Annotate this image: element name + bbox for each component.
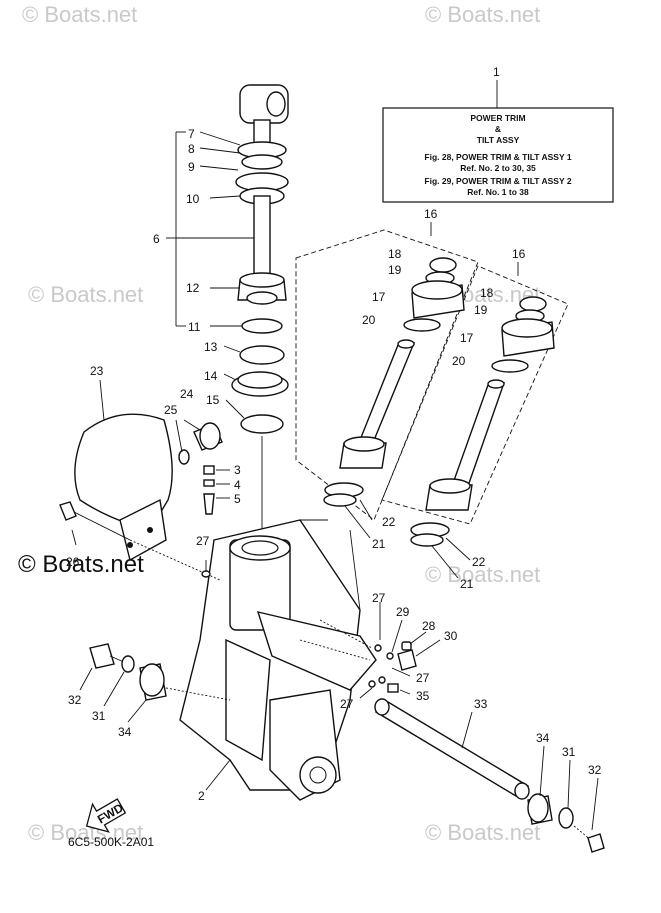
callout-21a: 21 [372, 537, 386, 551]
callout-16a: 16 [424, 207, 438, 221]
callout-18b: 18 [480, 286, 494, 300]
callout-27a: 27 [196, 534, 210, 548]
trim-cylinders [295, 222, 569, 579]
bracket-6 [166, 131, 254, 419]
tilt-shaft [374, 698, 605, 853]
callout-34b: 34 [536, 731, 550, 745]
callout-9: 9 [188, 160, 195, 174]
callout-15: 15 [206, 393, 220, 407]
tilt-body [179, 519, 377, 801]
callout-10: 10 [186, 192, 200, 206]
callout-33: 33 [474, 697, 488, 711]
callout-1: 1 [493, 65, 500, 79]
info-line-7: Ref. No. 1 to 38 [467, 187, 529, 197]
callout-35: 35 [416, 689, 430, 703]
callout-26: 26 [66, 555, 80, 569]
info-line-2: & [495, 124, 501, 134]
callout-5: 5 [234, 492, 241, 506]
callout-22b: 22 [472, 555, 486, 569]
shield-plate [74, 379, 173, 562]
callout-31a: 31 [92, 709, 106, 723]
callout-23: 23 [90, 364, 104, 378]
info-line-6: Fig. 29, POWER TRIM & TILT ASSY 2 [424, 176, 571, 186]
callout-27d: 27 [340, 697, 354, 711]
callout-29: 29 [396, 605, 410, 619]
callout-16b: 16 [512, 247, 526, 261]
callout-24: 24 [180, 387, 194, 401]
pins [299, 602, 441, 699]
callouts: 7 8 9 10 6 12 11 13 14 15 16 16 18 19 17… [66, 127, 602, 803]
watermark: © Boats.net [28, 282, 143, 307]
callout-34a: 34 [118, 725, 132, 739]
callout-19a: 19 [388, 263, 402, 277]
callout-6: 6 [153, 232, 160, 246]
lower-left-parts [79, 643, 231, 723]
callout-8: 8 [188, 142, 195, 156]
callout-20b: 20 [452, 354, 466, 368]
callout-30: 30 [444, 629, 458, 643]
callout-19b: 19 [474, 303, 488, 317]
callout-11: 11 [188, 320, 201, 334]
callout-27c: 27 [416, 671, 430, 685]
callout-20a: 20 [362, 313, 376, 327]
watermark: © Boats.net [28, 820, 143, 845]
info-box: 1 POWER TRIM & TILT ASSY Fig. 28, POWER … [382, 65, 614, 203]
callout-32a: 32 [68, 693, 82, 707]
watermark: © Boats.net [22, 2, 137, 27]
callout-2: 2 [198, 789, 205, 803]
callout-32b: 32 [588, 763, 602, 777]
callout-18a: 18 [388, 247, 402, 261]
callout-4: 4 [234, 478, 241, 492]
watermarks: © Boats.net © Boats.net © Boats.net © Bo… [22, 2, 540, 845]
info-line-3: TILT ASSY [477, 135, 520, 145]
callout-14: 14 [204, 369, 218, 383]
info-line-4: Fig. 28, POWER TRIM & TILT ASSY 1 [424, 152, 571, 162]
callout-7: 7 [188, 127, 195, 141]
info-line-1: POWER TRIM [470, 113, 525, 123]
callout-28: 28 [422, 619, 436, 633]
watermark: © Boats.net [425, 562, 540, 587]
watermark-main: © Boats.net [18, 551, 144, 578]
small-parts [59, 419, 230, 546]
callout-17a: 17 [372, 290, 386, 304]
diagram-code: 6C5-500K-2A01 [68, 835, 154, 849]
callout-31b: 31 [562, 745, 576, 759]
watermark: © Boats.net [425, 2, 540, 27]
watermark: © Boats.net [425, 820, 540, 845]
callout-3: 3 [234, 463, 241, 477]
callout-17b: 17 [460, 331, 474, 345]
callout-25: 25 [164, 403, 178, 417]
callout-13: 13 [204, 340, 218, 354]
info-line-5: Ref. No. 2 to 30, 35 [460, 163, 536, 173]
callout-21b: 21 [460, 577, 474, 591]
callout-27b: 27 [372, 591, 386, 605]
tilt-cylinder-assy [231, 84, 289, 540]
callout-12: 12 [186, 281, 200, 295]
callout-22a: 22 [382, 515, 396, 529]
